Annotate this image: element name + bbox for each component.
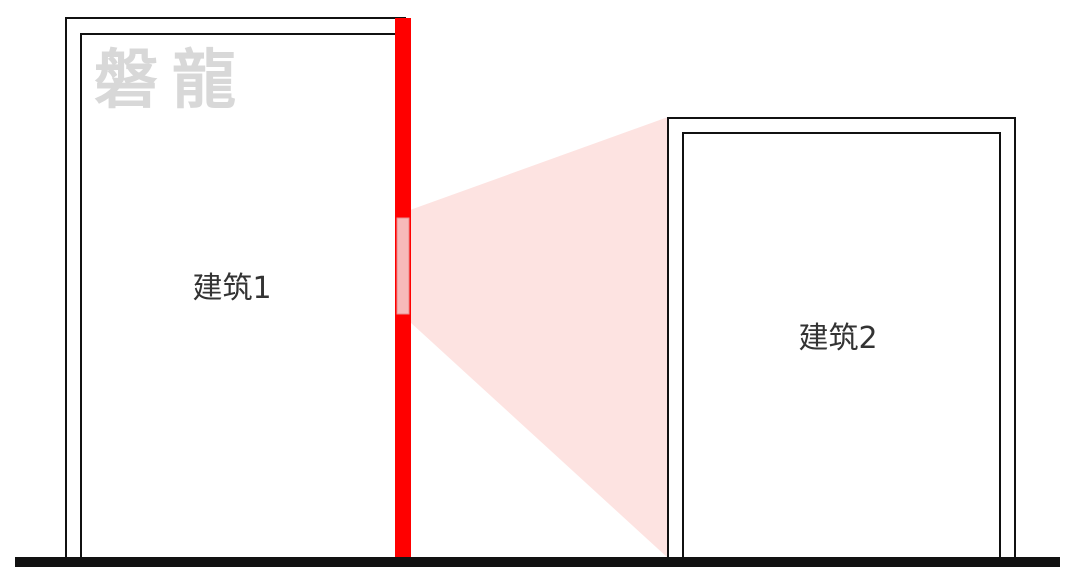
watermark-logo: 磐龍 [94,44,250,118]
building-1-label: 建筑1 [192,271,271,306]
wall-window [396,217,410,315]
ground-line [15,557,1060,567]
building-1: 磐龍 建筑1 [65,17,406,564]
building-1-inner-outline [80,33,406,564]
building-2-label: 建筑2 [798,321,877,356]
building-2-inner-outline [682,132,1001,564]
view-cone [410,117,668,558]
building-2: 建筑2 [667,117,1016,564]
